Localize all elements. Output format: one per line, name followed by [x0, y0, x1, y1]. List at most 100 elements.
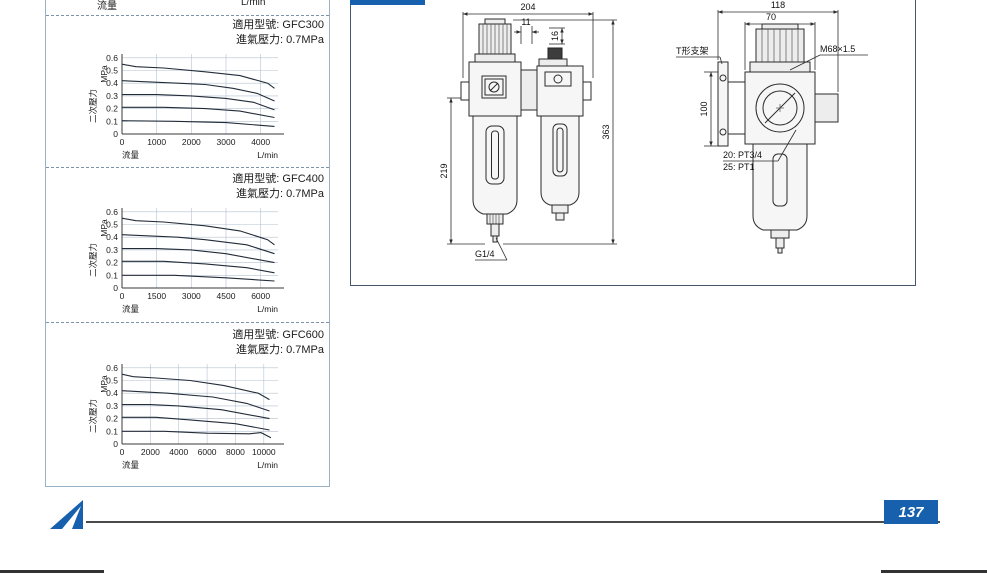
section-header-partial [350, 0, 425, 5]
front-drain-label: G1/4 [475, 237, 508, 261]
bracket-label: T形支架 [676, 45, 709, 56]
model-label: 適用型號: GFC300 [232, 19, 324, 31]
svg-text:0: 0 [120, 291, 125, 301]
svg-text:8000: 8000 [226, 447, 245, 457]
model-label: 適用型號: GFC400 [232, 173, 324, 185]
drawing-front-view: 204 11 16 [439, 2, 617, 261]
panel-separator [46, 322, 329, 323]
svg-text:L/min: L/min [257, 150, 278, 160]
drawing-side-view: 118 70 [676, 0, 868, 254]
svg-text:4500: 4500 [217, 291, 236, 301]
partial-chart-xunit: L/min [241, 0, 266, 8]
svg-text:流量: 流量 [122, 304, 140, 314]
lubricator-top [538, 47, 568, 67]
svg-text:0.4: 0.4 [106, 78, 118, 88]
svg-text:0: 0 [113, 439, 118, 449]
svg-text:二次壓力: 二次壓力 [88, 399, 98, 433]
svg-text:MPa: MPa [99, 65, 109, 83]
port-size-callout: 20: PT3/4 25: PT1 [723, 129, 797, 172]
page-number-badge: 137 [884, 500, 938, 524]
side-body-width-dim: 70 [766, 12, 776, 22]
panel-separator [46, 15, 329, 16]
svg-text:0.5: 0.5 [106, 66, 118, 76]
svg-text:0: 0 [113, 129, 118, 139]
chart-header-gfc400: 適用型號: GFC400 進氣壓力: 0.7MPa [144, 172, 324, 202]
front-dim-total-height: 363 [503, 19, 617, 245]
front-dim-port-height: 16 [549, 27, 565, 45]
partial-chart-xlabel: 流量 [97, 1, 117, 12]
pressure-label: 進氣壓力: 0.7MPa [235, 34, 324, 46]
svg-text:0.2: 0.2 [106, 258, 118, 268]
svg-text:0.3: 0.3 [106, 245, 118, 255]
front-offset-dim: 11 [521, 17, 530, 27]
svg-text:0.6: 0.6 [106, 207, 118, 217]
svg-text:0.4: 0.4 [106, 388, 118, 398]
front-total-height-dim: 363 [601, 124, 611, 139]
pressure-label: 進氣壓力: 0.7MPa [235, 344, 324, 356]
port-label-line2: 25: PT1 [723, 162, 755, 172]
bottom-edge-left [0, 570, 104, 573]
svg-text:4000: 4000 [251, 137, 270, 147]
chart-header-gfc600: 適用型號: GFC600 進氣壓力: 0.7MPa [144, 328, 324, 358]
svg-text:MPa: MPa [99, 375, 109, 393]
svg-text:0.3: 0.3 [106, 401, 118, 411]
svg-text:L/min: L/min [257, 460, 278, 470]
svg-text:0.3: 0.3 [106, 91, 118, 101]
svg-text:3000: 3000 [182, 291, 201, 301]
svg-text:3000: 3000 [217, 137, 236, 147]
page-number: 137 [898, 503, 924, 521]
pressure-label: 進氣壓力: 0.7MPa [235, 188, 324, 200]
footer-rule [86, 521, 940, 523]
svg-text:1000: 1000 [147, 137, 166, 147]
chart-header-gfc300: 適用型號: GFC300 進氣壓力: 0.7MPa [144, 18, 324, 48]
side-bracket-height-dim: 100 [699, 101, 709, 116]
svg-text:0.5: 0.5 [106, 376, 118, 386]
manifold-block [520, 69, 538, 111]
svg-text:二次壓力: 二次壓力 [88, 89, 98, 123]
t-bracket [717, 61, 746, 147]
port-label-line1: 20: PT3/4 [723, 150, 762, 160]
svg-text:6000: 6000 [198, 447, 217, 457]
side-dim-bracket-height: 100 [699, 71, 718, 147]
svg-text:4000: 4000 [169, 447, 188, 457]
svg-text:0: 0 [120, 137, 125, 147]
side-bowl [752, 143, 808, 254]
svg-text:0.2: 0.2 [106, 104, 118, 114]
bracket-callout: T形支架 [676, 45, 723, 65]
panel-thread-label: M68×1.5 [820, 44, 855, 54]
side-dim-overall-width: 118 [717, 0, 839, 92]
lubricator-body [536, 65, 592, 117]
panel-separator [46, 167, 329, 168]
svg-text:0: 0 [113, 283, 118, 293]
svg-text:流量: 流量 [122, 460, 140, 470]
front-dim-overall-width: 204 [462, 2, 594, 78]
svg-text:0.6: 0.6 [106, 363, 118, 373]
drain-port-label: G1/4 [475, 249, 495, 259]
filter-bowl [472, 115, 518, 243]
front-width-dim: 204 [520, 2, 535, 12]
svg-text:0.6: 0.6 [106, 53, 118, 63]
front-dim-offset: 11 [514, 17, 539, 44]
svg-text:流量: 流量 [122, 150, 140, 160]
svg-text:0.4: 0.4 [106, 232, 118, 242]
side-knob [749, 23, 811, 73]
model-label: 適用型號: GFC600 [232, 329, 324, 341]
filter-regulator-body [460, 61, 522, 117]
airtac-logo [50, 500, 83, 529]
front-bowl-height-dim: 219 [439, 163, 449, 178]
svg-text:L/min: L/min [257, 304, 278, 314]
svg-text:2000: 2000 [141, 447, 160, 457]
svg-text:10000: 10000 [252, 447, 276, 457]
svg-text:0.1: 0.1 [106, 116, 118, 126]
svg-text:二次壓力: 二次壓力 [88, 243, 98, 277]
lubricator-bowl [540, 115, 580, 221]
svg-text:1500: 1500 [147, 291, 166, 301]
chart-gfc300: 0 0.1 0.2 0.3 0.4 0.5 0.6 0 1000 2000 3000 4000 MPa二… [88, 53, 284, 160]
svg-text:2000: 2000 [182, 137, 201, 147]
thread-callout: M68×1.5 [789, 44, 868, 71]
svg-text:0: 0 [120, 447, 125, 457]
regulator-knob [474, 18, 516, 63]
side-body [744, 71, 839, 145]
